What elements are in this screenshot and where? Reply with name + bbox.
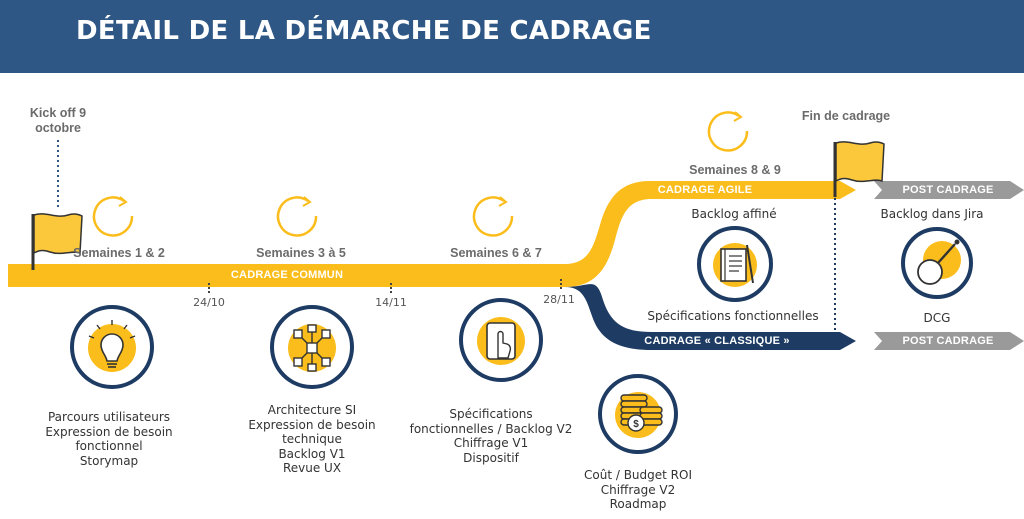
deliverable-item: Expression de besoin bbox=[45, 424, 173, 439]
deliverable-item: Backlog V1 bbox=[278, 446, 346, 461]
deliverable-agile: Backlog affiné bbox=[691, 207, 777, 221]
magnifier-icon bbox=[901, 227, 973, 299]
phase-3-label: Semaines 6 & 7 bbox=[450, 246, 542, 260]
deliverable-item: Chiffrage V2 bbox=[600, 482, 676, 497]
deliverable-item: fonctionnel bbox=[75, 439, 143, 453]
date-1: 24/10 bbox=[193, 296, 225, 309]
kickoff-line-1: Kick off 9 bbox=[29, 106, 87, 120]
deliverable-item: Spécifications bbox=[449, 407, 533, 421]
deliverables-phase-3: Spécifications fonctionnelles / Backlog … bbox=[410, 407, 573, 465]
band-classic-label: CADRAGE « CLASSIQUE » bbox=[644, 335, 790, 347]
deliverable-post-bottom: DCG bbox=[923, 311, 951, 325]
date-2: 14/11 bbox=[375, 296, 407, 309]
end-label: Fin de cadrage bbox=[801, 109, 891, 123]
flag-icon bbox=[833, 141, 885, 197]
deliverable-item: Architecture SI bbox=[267, 403, 357, 417]
date-3: 28/11 bbox=[543, 293, 575, 306]
lightbulb-icon bbox=[70, 305, 154, 389]
band-post-top bbox=[874, 181, 1024, 199]
cycle-icon bbox=[92, 196, 134, 237]
network-nodes-icon bbox=[270, 305, 354, 389]
deliverable-item: technique bbox=[282, 432, 342, 446]
header-bar bbox=[0, 0, 1024, 73]
deliverable-item: Parcours utilisateurs bbox=[47, 410, 171, 424]
svg-text:$: $ bbox=[633, 419, 639, 430]
notebook-icon bbox=[697, 226, 773, 302]
phase-4-label: Semaines 8 & 9 bbox=[689, 163, 781, 177]
band-classic bbox=[565, 284, 856, 350]
touch-tablet-icon bbox=[459, 298, 543, 382]
deliverables-classic-cost: Coût / Budget ROI Chiffrage V2 Roadmap bbox=[584, 468, 692, 512]
deliverable-post-top: Backlog dans Jira bbox=[880, 207, 984, 221]
deliverable-item: Revue UX bbox=[282, 461, 342, 475]
deliverable-item: Chiffrage V1 bbox=[453, 436, 529, 450]
phase-1-label: Semaines 1 & 2 bbox=[73, 246, 165, 260]
deliverable-item: Coût / Budget ROI bbox=[584, 468, 692, 482]
deliverable-item: Dispositif bbox=[463, 450, 519, 465]
band-common-label: CADRAGE COMMUN bbox=[230, 269, 344, 281]
phase-2-label: Semaines 3 à 5 bbox=[256, 246, 346, 260]
deliverables-phase-2: Architecture SI Expression de besoin tec… bbox=[248, 403, 375, 476]
deliverable-classic-specs: Spécifications fonctionnelles bbox=[647, 309, 819, 323]
band-common bbox=[8, 181, 856, 287]
cycle-icon bbox=[707, 111, 749, 152]
band-post-bottom bbox=[874, 332, 1024, 350]
band-agile-label: CADRAGE AGILE bbox=[657, 184, 753, 196]
deliverables-phase-1: Parcours utilisateurs Expression de beso… bbox=[45, 410, 172, 468]
band-post-bottom-label: POST CADRAGE bbox=[902, 335, 994, 347]
deliverable-item: Storymap bbox=[79, 453, 139, 468]
cycle-icon bbox=[276, 196, 318, 237]
band-post-top-label: POST CADRAGE bbox=[902, 184, 994, 196]
deliverable-item: fonctionnelles / Backlog V2 bbox=[409, 421, 573, 436]
deliverable-item: Roadmap bbox=[609, 497, 667, 511]
kickoff-line-2: octobre bbox=[35, 121, 81, 135]
coins-icon: $ bbox=[598, 374, 678, 454]
kickoff-label: Kick off 9 octobre bbox=[30, 106, 86, 136]
cycle-icon bbox=[472, 196, 514, 237]
flag-icon bbox=[31, 213, 83, 270]
deliverable-item: Expression de besoin bbox=[248, 417, 376, 432]
page-title: DÉTAIL DE LA DÉMARCHE DE CADRAGE bbox=[76, 16, 652, 46]
